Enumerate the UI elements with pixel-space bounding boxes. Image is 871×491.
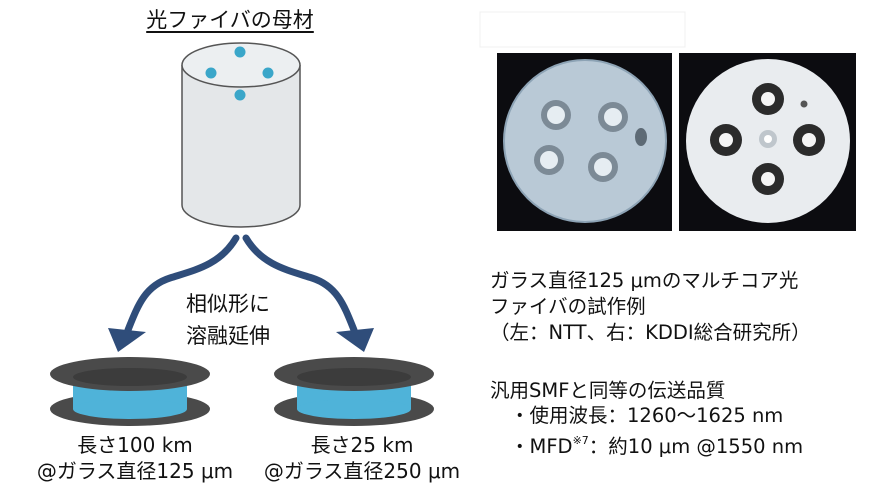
core-dot xyxy=(234,89,246,101)
photo-left xyxy=(497,53,672,231)
spool-left-length: 長さ100 km xyxy=(77,433,193,457)
core-dot xyxy=(262,67,274,79)
quality-bullet-mfd: ・MFD※7：約10 μm @1550 nm xyxy=(490,428,803,459)
caption-line2: ファイバの試作例 xyxy=(490,295,646,318)
arrow-left-shaft xyxy=(124,234,240,334)
draw-label-line2: 溶融延伸 xyxy=(186,324,270,348)
preform-body xyxy=(181,65,301,228)
spool-right-length: 長さ25 km xyxy=(310,433,414,457)
mfd-prefix: ・MFD xyxy=(510,435,573,458)
spool-right-diameter: @ガラス直径250 μm xyxy=(263,459,461,483)
arrow-right-shaft xyxy=(242,234,358,334)
preform-cylinder xyxy=(181,42,301,228)
arrow-right-head xyxy=(336,328,374,352)
spool-left xyxy=(50,357,210,426)
spool-left-diameter: @ガラス直径125 μm xyxy=(36,459,234,483)
photo-caption: ガラス直径125 μmのマルチコア光 ファイバの試作例 （左：NTT、右：KDD… xyxy=(490,268,811,346)
core-dot xyxy=(234,46,246,58)
draw-arrows xyxy=(124,234,358,334)
fiber-cross-section xyxy=(504,60,666,222)
spool-right xyxy=(274,357,434,426)
spool-left-label: 長さ100 km @ガラス直径125 μm xyxy=(20,432,250,484)
draw-label-line1: 相似形に xyxy=(186,292,270,316)
spool-right-label: 長さ25 km @ガラス直径250 μm xyxy=(247,432,477,484)
transmission-quality: 汎用SMFと同等の伝送品質 ・使用波長：1260～1625 nm ・MFD※7：… xyxy=(490,378,803,459)
arrow-left-head xyxy=(108,328,146,352)
caption-line3: （左：NTT、右：KDDI総合研究所） xyxy=(490,321,811,344)
footnote-marker: ※7 xyxy=(572,434,589,447)
mfd-value: ：約10 μm @1550 nm xyxy=(588,435,804,458)
caption-line1: ガラス直径125 μmのマルチコア光 xyxy=(490,269,799,292)
core-dot xyxy=(205,67,217,79)
photo-right xyxy=(679,53,856,231)
preform-title: 光ファイバの母材 xyxy=(146,8,314,32)
photo-frame-outline xyxy=(479,11,686,48)
quality-bullet-wavelength: ・使用波長：1260～1625 nm xyxy=(510,404,784,427)
quality-heading: 汎用SMFと同等の伝送品質 xyxy=(490,379,726,402)
draw-label: 相似形に 溶融延伸 xyxy=(178,288,278,352)
